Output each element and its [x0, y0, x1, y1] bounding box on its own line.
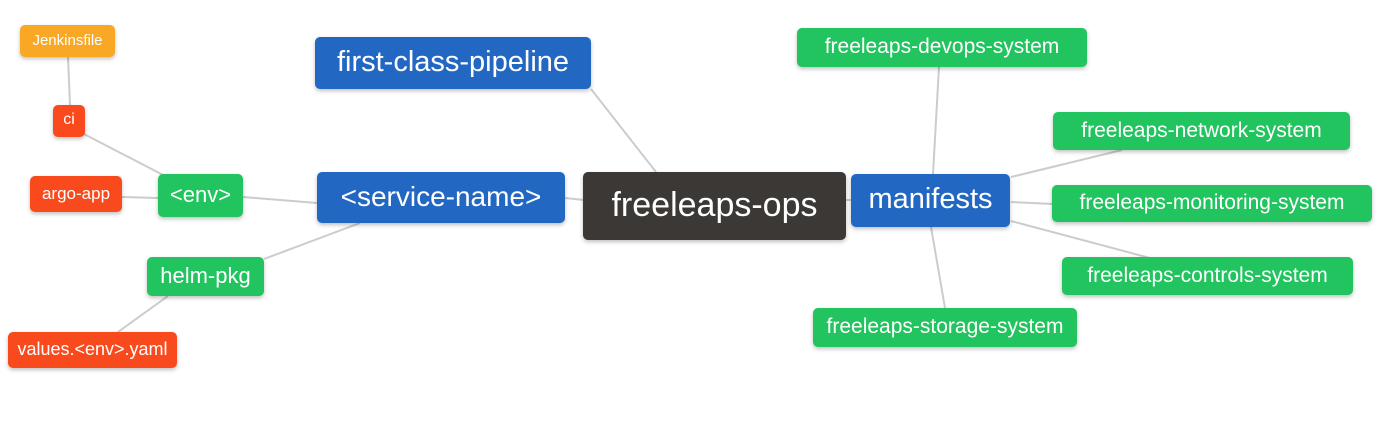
edge-manifests-freeleaps-devops-system	[932, 66, 940, 175]
node-freeleaps-devops-system[interactable]: freeleaps-devops-system	[797, 28, 1087, 67]
edge-helm-pkg-values-env-yaml	[117, 295, 169, 333]
node-freeleaps-storage-system[interactable]: freeleaps-storage-system	[813, 308, 1077, 347]
node-helm-pkg[interactable]: helm-pkg	[147, 257, 264, 296]
node-freeleaps-network-system[interactable]: freeleaps-network-system	[1053, 112, 1350, 150]
node-first-class-pipeline[interactable]: first-class-pipeline	[315, 37, 591, 89]
edge-manifests-freeleaps-controls-system	[1010, 220, 1151, 259]
edge-manifests-freeleaps-monitoring-system	[1010, 201, 1054, 205]
node-freeleaps-controls-system[interactable]: freeleaps-controls-system	[1062, 257, 1353, 295]
node-manifests[interactable]: manifests	[851, 174, 1010, 227]
edge-manifests-freeleaps-storage-system	[930, 226, 946, 309]
node-jenkinsfile[interactable]: Jenkinsfile	[20, 25, 115, 57]
edge-service-name-helm-pkg	[263, 222, 361, 260]
edge-first-class-pipeline-freeleaps-ops	[590, 88, 657, 173]
node-ci[interactable]: ci	[53, 105, 85, 137]
edge-service-name-freeleaps-ops	[564, 197, 585, 201]
edge-env-service-name	[242, 196, 318, 204]
edge-ci-env	[83, 133, 166, 177]
edge-argo-app-env	[121, 196, 159, 199]
edge-manifests-freeleaps-network-system	[1010, 149, 1123, 178]
node-freeleaps-monitoring-system[interactable]: freeleaps-monitoring-system	[1052, 185, 1372, 222]
node-freeleaps-ops[interactable]: freeleaps-ops	[583, 172, 846, 240]
node-argo-app[interactable]: argo-app	[30, 176, 122, 212]
edge-jenkinsfile-ci	[67, 56, 71, 106]
node-values-env-yaml[interactable]: values.<env>.yaml	[8, 332, 177, 368]
node-service-name[interactable]: <service-name>	[317, 172, 565, 223]
node-env[interactable]: <env>	[158, 174, 243, 217]
